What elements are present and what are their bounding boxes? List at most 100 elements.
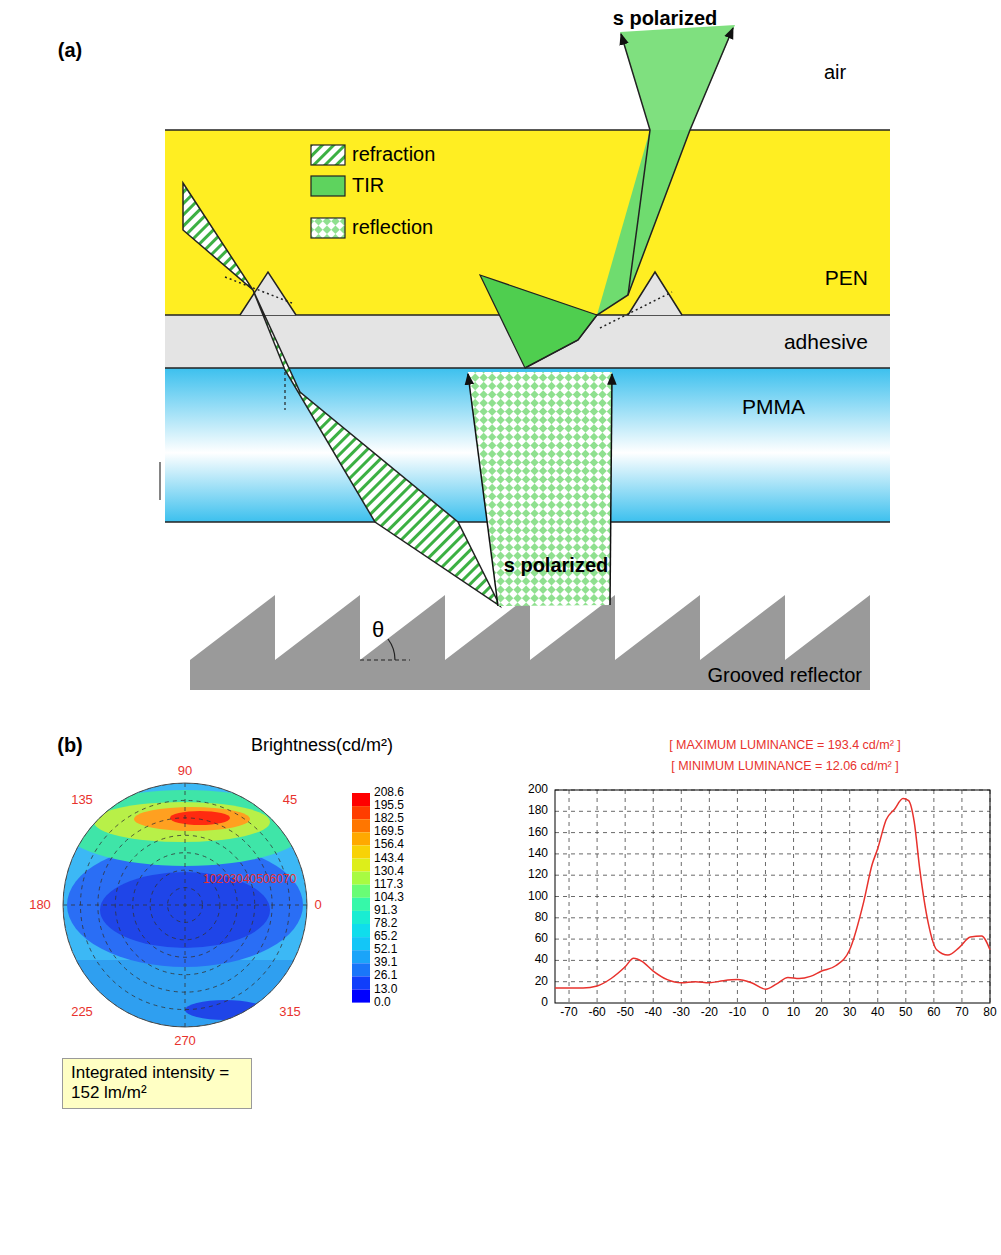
polar-angle-label: 10203040506070: [203, 873, 296, 887]
layer-name: adhesive: [784, 329, 868, 354]
axis-tick-label: -60: [588, 1006, 605, 1020]
axis-tick-label: -50: [616, 1006, 633, 1020]
scale-segment: [352, 819, 370, 832]
axis-tick-label: -40: [645, 1006, 662, 1020]
axis-tick-label: 20: [815, 1006, 828, 1020]
legend-entry: reflection: [310, 216, 433, 239]
scale-segment: [352, 845, 370, 858]
color-scale-bar: [352, 793, 370, 1003]
azimuth-label: 315: [279, 1005, 301, 1020]
azimuth-label: 270: [174, 1034, 196, 1049]
panel-label: (a): [58, 39, 82, 62]
legend-text: refraction: [352, 143, 435, 166]
scale-segment: [352, 950, 370, 963]
scale-value: 117.3: [374, 878, 403, 892]
grooved-reflector-shape: [190, 595, 870, 690]
scale-value: 195.5: [374, 799, 404, 813]
axis-tick-label: 80: [535, 911, 548, 925]
scale-segment: [352, 872, 370, 885]
luminance-profile-chart: [555, 790, 990, 1003]
axis-tick-label: -20: [701, 1006, 718, 1020]
scale-value: 52.1: [374, 943, 397, 957]
scale-value: 91.3: [374, 904, 397, 918]
scale-segment: [352, 832, 370, 845]
scale-segment: [352, 937, 370, 950]
scale-value: 104.3: [374, 891, 404, 905]
axis-tick-label: 60: [535, 932, 548, 946]
scale-value: 26.1: [374, 969, 397, 983]
axis-tick-label: 160: [528, 826, 548, 840]
adhesive-layer: adhesive: [165, 315, 890, 368]
scale-value: 13.0: [374, 983, 397, 997]
layer-name: Integrated intensity = 152 lm/m²: [71, 1063, 243, 1104]
axis-tick-label: -10: [729, 1006, 746, 1020]
scale-segment: [352, 963, 370, 976]
axis-tick-label: 0: [541, 996, 548, 1010]
azimuth-label: 45: [283, 793, 297, 808]
legend-entry: refraction: [310, 143, 435, 166]
scale-value: 156.4: [374, 838, 404, 852]
refraction-ray: [183, 183, 500, 606]
axis-tick-label: 70: [955, 1006, 968, 1020]
scale-segment: [352, 898, 370, 911]
axis-tick-label: 50: [899, 1006, 912, 1020]
axis-tick-label: 200: [528, 783, 548, 797]
scale-segment: [352, 885, 370, 898]
azimuth-label: 135: [71, 793, 93, 808]
axis-tick-label: 120: [528, 868, 548, 882]
azimuth-label: 90: [178, 764, 192, 779]
scale-value: 182.5: [374, 812, 404, 826]
legend-swatch: [310, 217, 346, 239]
pen-layer: PEN: [165, 130, 890, 315]
azimuth-label: 225: [71, 1005, 93, 1020]
scale-value: 130.4: [374, 865, 404, 879]
axis-tick-label: 80: [983, 1006, 996, 1020]
chart-annotation: [ MAXIMUM LUMINANCE = 193.4 cd/m² ]: [669, 738, 901, 752]
scale-value: 0.0: [374, 996, 391, 1010]
scale-segment: [352, 806, 370, 819]
scale-segment: [352, 793, 370, 806]
layer-name: PEN: [825, 265, 868, 290]
axis-tick-label: 20: [535, 975, 548, 989]
axis-tick-label: 0: [762, 1006, 769, 1020]
scale-value: 65.2: [374, 930, 397, 944]
legend-swatch-fill: [311, 145, 345, 165]
polarization-label: s polarized: [504, 554, 608, 577]
reflection-ray: [468, 372, 612, 606]
axis-tick-label: 30: [843, 1006, 856, 1020]
legend-text: TIR: [352, 174, 384, 197]
scale-value: 208.6: [374, 786, 404, 800]
scale-segment: [352, 976, 370, 989]
panel-label: (b): [57, 734, 83, 757]
chart-title: Brightness(cd/m²): [251, 735, 393, 756]
scale-value: 143.4: [374, 852, 404, 866]
luminance-curve: [555, 799, 990, 990]
legend-entry: TIR: [310, 174, 384, 197]
layer-name: PMMA: [742, 394, 805, 419]
axis-tick-label: -70: [560, 1006, 577, 1020]
tir-ray: [480, 25, 735, 368]
scale-segment: [352, 990, 370, 1003]
medium-label: air: [824, 61, 846, 84]
axis-tick-label: 40: [535, 953, 548, 967]
scale-value: 78.2: [374, 917, 397, 931]
axis-tick-label: 140: [528, 847, 548, 861]
grooved-reflector: Grooved reflector: [190, 590, 870, 690]
polar-grid-ring: [63, 783, 307, 1027]
axis-tick-label: 40: [871, 1006, 884, 1020]
scale-segment: [352, 924, 370, 937]
azimuth-label: 0: [314, 898, 321, 913]
azimuth-label: 180: [29, 898, 51, 913]
axis-tick-label: 10: [787, 1006, 800, 1020]
axis-tick-label: 180: [528, 804, 548, 818]
legend-swatch-fill: [311, 176, 345, 196]
axis-tick-label: -30: [673, 1006, 690, 1020]
scale-segment: [352, 911, 370, 924]
scale-value: 39.1: [374, 956, 397, 970]
scale-segment: [352, 859, 370, 872]
scale-value: 169.5: [374, 825, 404, 839]
legend-swatch-fill: [311, 218, 345, 238]
pmma-layer: PMMA: [165, 368, 890, 522]
integrated-intensity-box: Integrated intensity = 152 lm/m²: [62, 1058, 252, 1109]
angle-symbol: θ: [372, 617, 384, 642]
